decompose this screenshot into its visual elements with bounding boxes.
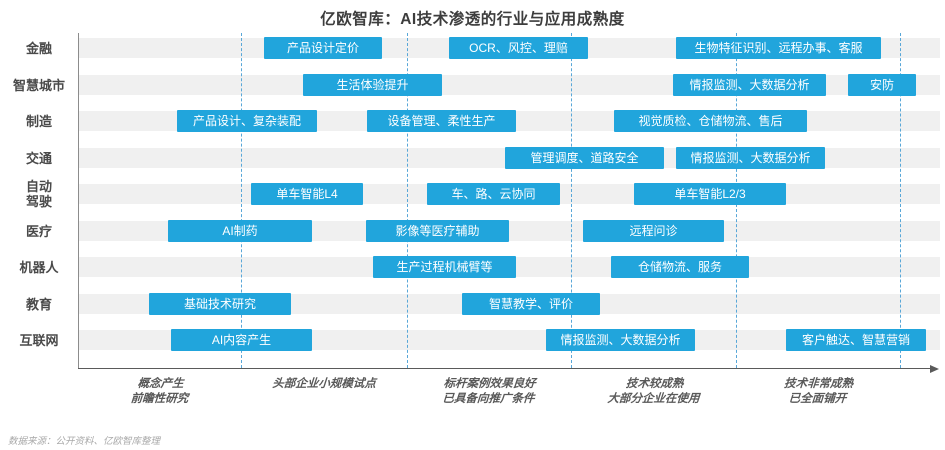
application-box: 安防	[848, 74, 916, 96]
stage-label: 技术非常成熟已全面铺开	[783, 378, 854, 405]
x-axis-line	[78, 368, 930, 369]
application-box: AI制药	[168, 220, 312, 242]
stage-label: 概念产生前瞻性研究	[130, 378, 189, 405]
application-box: 管理调度、道路安全	[505, 147, 664, 169]
stage-gridline	[407, 33, 408, 368]
application-box: 单车智能L2/3	[634, 183, 786, 205]
y-axis-line	[78, 33, 79, 368]
application-box: OCR、风控、理赔	[449, 37, 588, 59]
stage-label: 头部企业小规模试点	[271, 378, 377, 390]
application-box: 设备管理、柔性生产	[367, 110, 516, 132]
stage-gridline	[571, 33, 572, 368]
application-box: 生产过程机械臂等	[373, 256, 516, 278]
application-box: 生活体验提升	[303, 74, 442, 96]
application-box: 影像等医疗辅助	[366, 220, 509, 242]
application-box: 基础技术研究	[149, 293, 291, 315]
row-label-industry: 互联网	[19, 332, 59, 348]
application-box: 远程问诊	[583, 220, 724, 242]
row-label-industry: 自动驾驶	[25, 179, 52, 209]
row-label-industry: 机器人	[19, 259, 59, 275]
data-source-note: 数据来源：公开资料、亿欧智库整理	[8, 436, 161, 447]
row-label-industry: 医疗	[25, 223, 52, 239]
application-box: 客户触达、智慧营销	[786, 329, 926, 351]
row-label-industry: 金融	[25, 40, 52, 56]
application-box: 视觉质检、仓储物流、售后	[614, 110, 807, 132]
application-box: 情报监测、大数据分析	[676, 147, 825, 169]
row-label-industry: 制造	[25, 113, 52, 129]
row-label-industry: 智慧城市	[12, 77, 65, 93]
application-box: 仓储物流、服务	[611, 256, 749, 278]
stage-gridline	[900, 33, 901, 368]
application-box: 情报监测、大数据分析	[546, 329, 695, 351]
chart-title: 亿欧智库：AI技术渗透的行业与应用成熟度	[320, 11, 625, 28]
application-box: 生物特征识别、远程办事、客服	[676, 37, 881, 59]
application-box: 情报监测、大数据分析	[673, 74, 826, 96]
application-box: 智慧教学、评价	[462, 293, 600, 315]
row-label-industry: 交通	[25, 150, 52, 166]
stage-label: 标杆案例效果良好已具备向推广条件	[442, 378, 536, 405]
stage-gridline	[241, 33, 242, 368]
application-box: 单车智能L4	[251, 183, 363, 205]
x-axis-arrow-icon	[930, 364, 939, 373]
application-box: 产品设计定价	[264, 37, 382, 59]
application-box: 车、路、云协同	[427, 183, 560, 205]
application-box: 产品设计、复杂装配	[177, 110, 317, 132]
row-label-industry: 教育	[25, 296, 52, 312]
application-box: AI内容产生	[171, 329, 312, 351]
